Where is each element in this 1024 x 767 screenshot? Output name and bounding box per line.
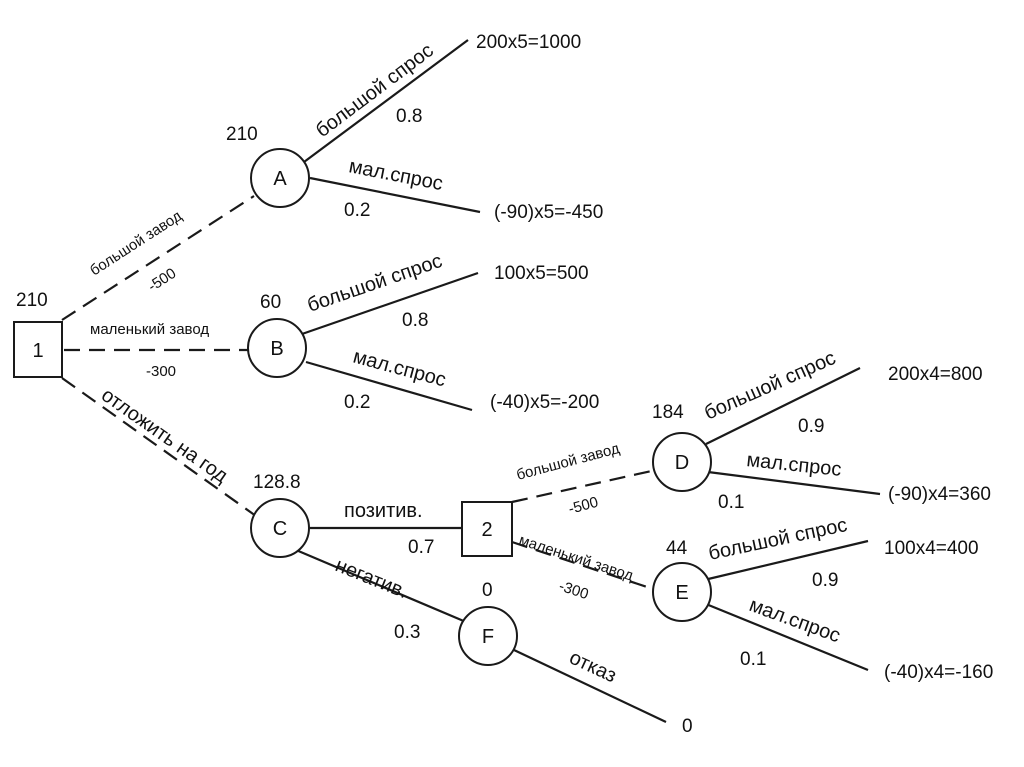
chance-node-A: A [250,148,310,208]
svg-text:1: 1 [32,340,43,362]
edge-label-small-plant: маленький завод [90,321,209,338]
node-A-value: 210 [226,124,258,145]
node-1-value: 210 [16,290,48,311]
edge-E-low [705,602,869,672]
payoff-B-low: (-40)x5=-200 [490,392,599,413]
svg-text:D: D [675,452,689,474]
edge-label-B-high: большой спрос [304,250,445,317]
svg-text:A: A [273,168,287,190]
svg-text:C: C [273,518,287,540]
edge-1-to-C [61,377,257,517]
payoff-D-high: 200x4=800 [888,364,983,385]
node-C-value: 128.8 [253,472,301,493]
chance-node-F: F [458,606,518,666]
node-E-value: 44 [666,538,688,559]
edge-prob-C-negative: 0.3 [394,622,420,643]
chance-node-C: C [250,498,310,558]
svg-text:B: B [270,338,283,360]
edge-F-refuse [513,649,667,723]
edge-1-to-A [61,195,255,321]
payoff-A-high: 200x5=1000 [476,32,581,53]
edge-prob-B-low: 0.2 [344,392,370,413]
edge-A-low [309,176,481,214]
edge-label-C-negative: негатив. [332,554,411,603]
edge-label-D-low: мал.спрос [745,449,842,481]
svg-text:E: E [675,582,688,604]
edge-label-F-refuse: отказ [566,647,620,688]
edge-prob-E-low: 0.1 [740,649,766,670]
edge-D-low [707,470,881,496]
payoff-E-high: 100x4=400 [884,538,979,559]
edge-E-high [703,539,869,582]
edge-prob-B-high: 0.8 [402,310,428,331]
edge-cost-2-small-plant: -300 [557,578,591,603]
edge-label-postpone: отложить на год [97,384,232,488]
edge-label-B-low: мал.спрос [351,346,449,392]
edge-label-2-big-plant: большой завод [515,440,622,484]
edge-label-2-small-plant: маленький завод [517,532,636,585]
payoff-D-low: (-90)x4=360 [888,484,991,505]
chance-node-E: E [652,562,712,622]
edge-label-E-high: большой спрос [706,514,849,565]
node-B-value: 60 [260,292,281,313]
edge-A-high [303,39,469,163]
svg-text:2: 2 [481,519,492,541]
payoff-F-refuse: 0 [682,716,693,737]
edge-prob-A-high: 0.8 [396,106,422,127]
svg-text:F: F [482,626,494,648]
edge-2-to-E [511,540,657,592]
edge-cost-2-big-plant: -500 [567,494,600,518]
chance-node-D: D [652,432,712,492]
payoff-A-low: (-90)x5=-450 [494,202,603,223]
edge-D-high [705,367,861,445]
chance-node-B: B [247,318,307,378]
node-D-value: 184 [652,402,684,423]
edge-C-negative [295,548,467,624]
edge-cost-small-plant: -300 [146,363,176,380]
edge-B-high [301,271,479,336]
node-2-value: 0 [482,580,493,601]
payoff-E-low: (-40)x4=-160 [884,662,993,683]
decision-node-2: 2 [461,501,513,557]
edge-B-low [305,360,473,412]
edge-prob-C-positive: 0.7 [408,537,434,558]
decision-node-1: 1 [13,321,63,378]
edge-cost-big-plant: -500 [145,265,179,296]
payoff-B-high: 100x5=500 [494,263,589,284]
edge-prob-D-high: 0.9 [798,416,824,437]
edge-prob-D-low: 0.1 [718,492,744,513]
edge-prob-A-low: 0.2 [344,200,370,221]
edge-prob-E-high: 0.9 [812,570,838,591]
edge-label-C-positive: позитив. [344,500,423,522]
